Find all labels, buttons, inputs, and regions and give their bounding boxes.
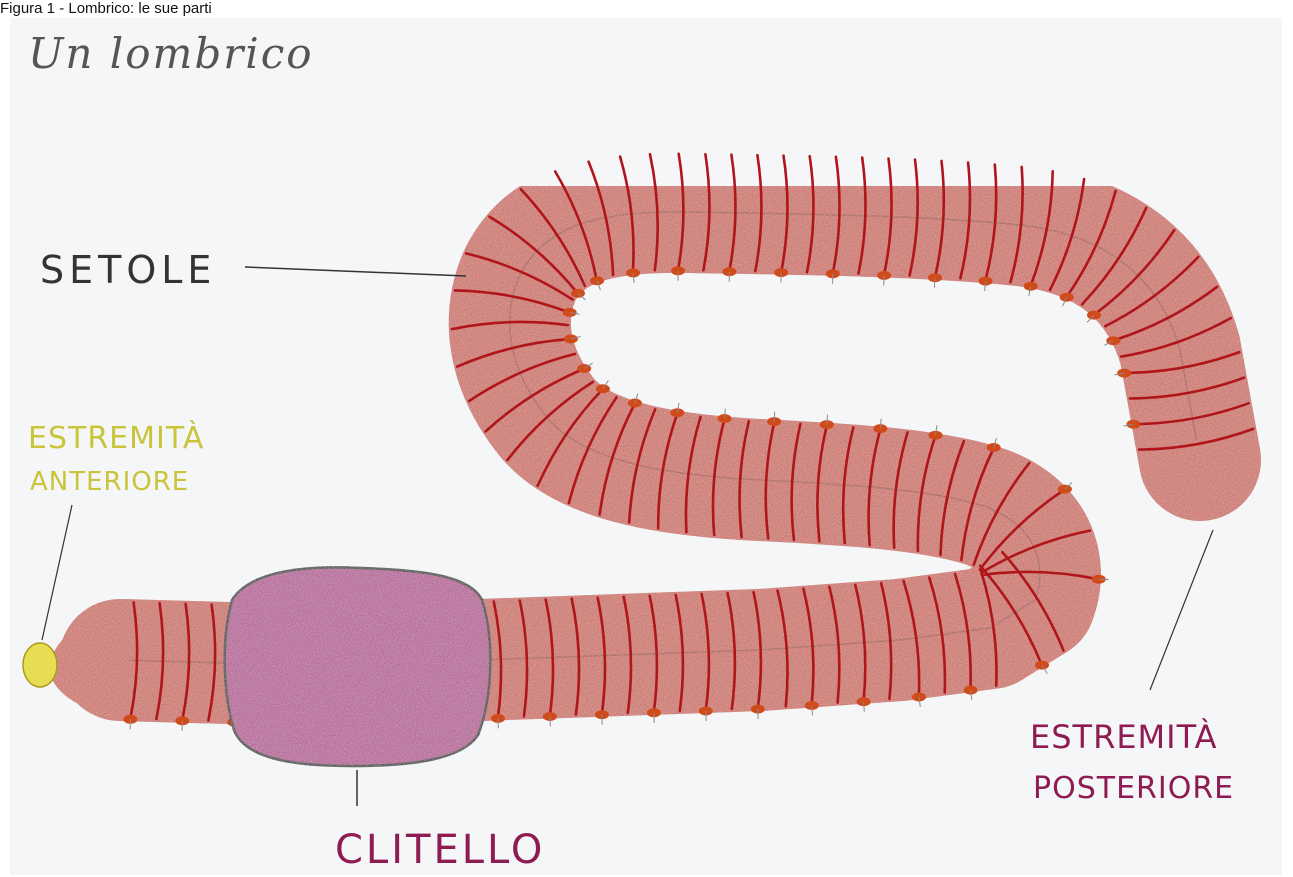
bristle-hair [774,412,775,422]
label-anterior-line2: ANTERIORE [30,467,189,497]
label-posterior-line1: ESTREMITÀ [1030,718,1218,756]
mouth-tip [23,643,57,687]
label-clitello: CLITELLO [335,827,545,873]
label-setole: SETOLE [40,248,216,292]
label-anterior-line1: ESTREMITÀ [28,420,204,456]
bristle-hair [812,706,813,716]
clitellum [225,567,491,766]
drawing-title: Un lombrico [28,29,314,78]
bristle-hair [934,278,935,288]
bristle-hair [864,702,865,712]
bristle-hair [827,415,828,425]
label-posterior-line2: POSTERIORE [1033,771,1234,806]
